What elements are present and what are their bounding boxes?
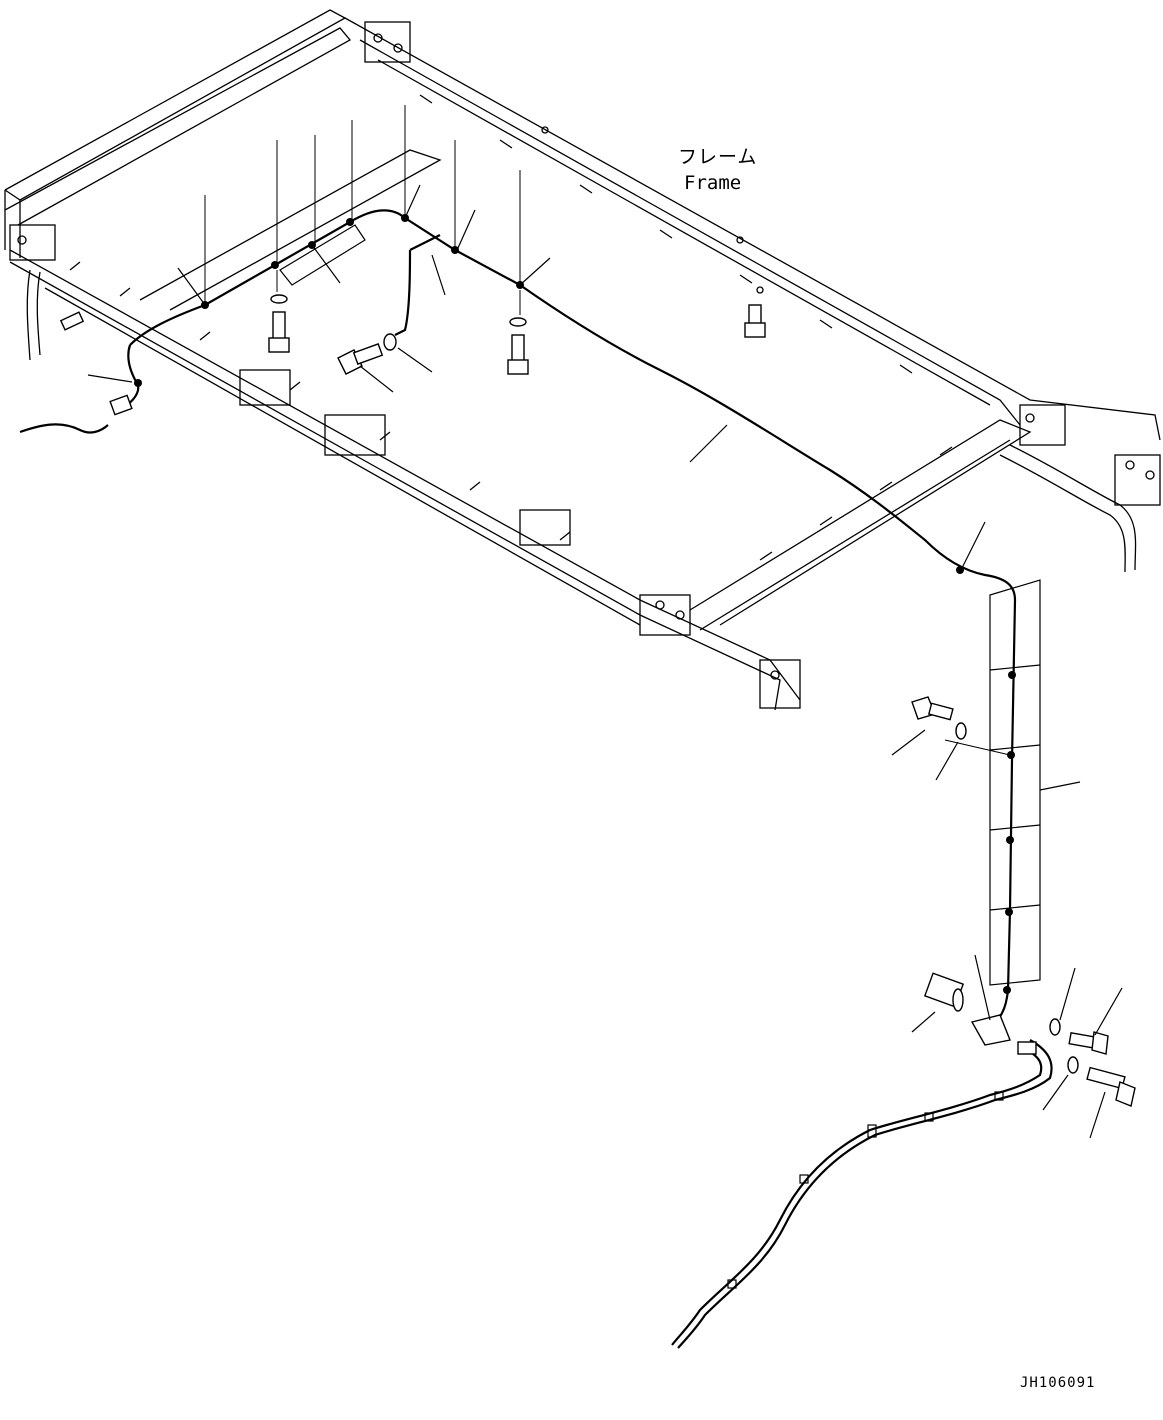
clamp (1003, 986, 1011, 994)
mount-guides (204, 105, 1011, 756)
harness-cover-upper (279, 224, 366, 286)
clamp (1006, 836, 1014, 844)
clamp (134, 379, 142, 387)
clamp (1008, 671, 1016, 679)
bolt-horizontal (1086, 1066, 1136, 1107)
bolt-horizontal (911, 696, 954, 721)
harness-clamps (134, 214, 1016, 994)
washer (1067, 1056, 1079, 1074)
bolt-horizontal (1068, 1031, 1109, 1055)
connector (59, 311, 85, 331)
washer (383, 333, 397, 351)
hose-clips (727, 1091, 1004, 1289)
clamp (1005, 908, 1013, 916)
frame-rail-left (9, 249, 801, 701)
figure-code: JH106091 (1020, 1375, 1096, 1391)
bolt-vertical (507, 334, 529, 375)
frame-label-english: Frame (684, 172, 742, 194)
bolt-vertical (268, 311, 290, 353)
harness-cover-vertical (989, 579, 1041, 986)
connector-bracket (970, 1014, 1011, 1046)
clamp (271, 261, 279, 269)
washer (270, 294, 288, 304)
clamp (346, 218, 354, 226)
frame-rail-right (689, 419, 1032, 626)
harness-covers (279, 224, 1041, 986)
connector (1017, 1041, 1037, 1055)
connector (109, 394, 133, 416)
washer (509, 317, 527, 327)
wiring-harness (19, 209, 1053, 1349)
hardware (59, 294, 1136, 1107)
leader-lines (87, 184, 1123, 1139)
frame-label-japanese: フレーム (678, 146, 758, 168)
harness-vertical-drop (989, 599, 1017, 1026)
frame-rail-rear (4, 9, 347, 201)
frame-structure (4, 9, 1161, 711)
bolt-vertical (744, 304, 766, 338)
washer (1049, 1018, 1061, 1036)
bolt-horizontal (337, 343, 384, 375)
clamp (1007, 751, 1015, 759)
frame-rail-top (344, 17, 1161, 441)
frame-rail-rear-lower (4, 27, 352, 226)
washer (955, 722, 967, 740)
spacer-sleeve (923, 972, 965, 1012)
